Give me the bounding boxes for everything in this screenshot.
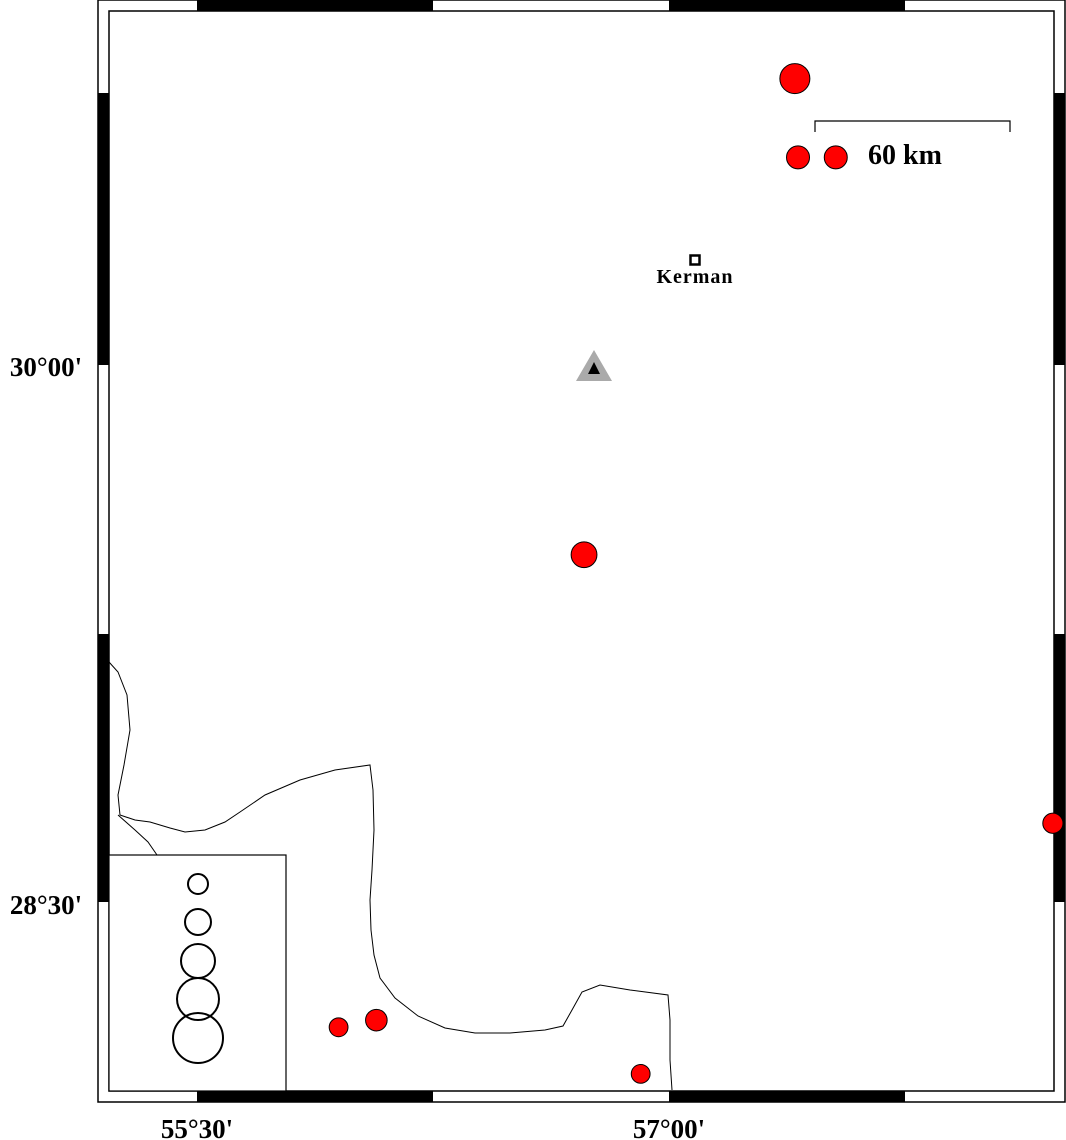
magnitude-legend xyxy=(108,854,287,1092)
earthquake-event-marker xyxy=(823,145,848,170)
y-tick-label: 28°30' xyxy=(10,890,82,920)
x-tick-label: 57°00' xyxy=(633,1114,705,1140)
earthquake-event-marker xyxy=(630,1063,651,1084)
magnitude-circle-icon xyxy=(176,977,220,1021)
earthquake-event-marker xyxy=(1042,812,1064,834)
coastline-segment xyxy=(117,814,158,856)
magnitude-circle-icon xyxy=(172,1012,224,1064)
earthquake-event-marker xyxy=(786,145,811,170)
city-kerman: Kerman xyxy=(656,254,733,288)
province-boundary-line xyxy=(108,661,673,1091)
magnitude-circle-icon xyxy=(187,873,209,895)
x-tick-label: 55°30' xyxy=(161,1114,233,1140)
earthquake-event-marker xyxy=(570,541,598,569)
y-tick-label: 30°00' xyxy=(10,352,82,382)
earthquake-event-marker xyxy=(365,1008,388,1032)
earthquake-events xyxy=(328,63,1064,1084)
triangle-station-icon xyxy=(576,350,612,381)
scale-bar: 60 km xyxy=(814,120,1011,171)
magnitude-circle-icon xyxy=(184,908,212,936)
map-frame xyxy=(97,0,1066,1103)
city-label: Kerman xyxy=(656,266,733,288)
earthquake-event-marker xyxy=(328,1017,349,1038)
square-marker-icon xyxy=(689,254,701,266)
earthquake-event-marker xyxy=(779,63,811,95)
scale-bar-label: 60 km xyxy=(868,140,942,171)
